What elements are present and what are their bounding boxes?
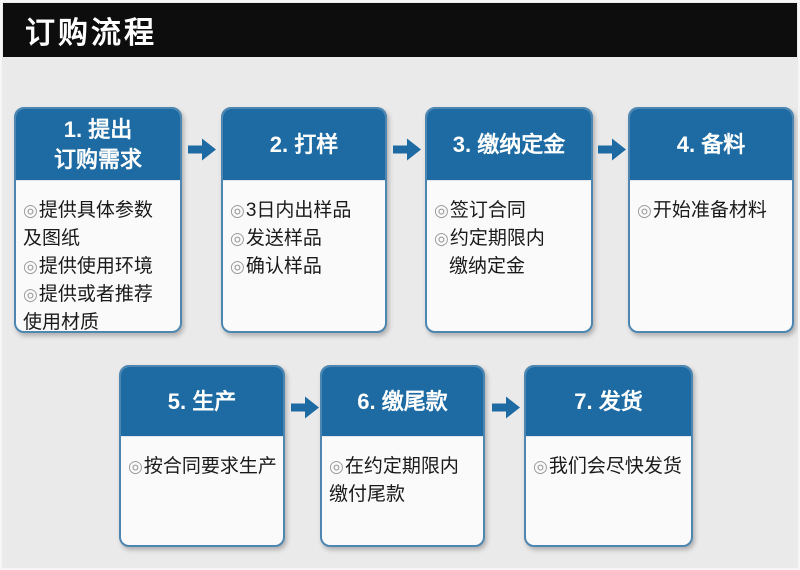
step-title: 6. 缴尾款	[322, 367, 483, 437]
step-detail-text: 签订合同	[449, 200, 526, 221]
step-box-1: 1. 提出订购需求 ◎提供具体参数及图纸◎提供使用环境◎提供或者推荐使用材质	[14, 107, 182, 333]
step-title-line: 3. 缴纳定金	[452, 131, 566, 157]
flow-arrow-icon	[188, 138, 216, 161]
step-title-line: 5. 生产	[167, 388, 237, 414]
step-detail-text: 在约定期限内	[344, 456, 459, 477]
step-detail-line: ◎提供使用环境	[23, 253, 176, 281]
step-detail-text: 按合同要求生产	[143, 456, 277, 477]
step-title-line: 1. 提出	[63, 116, 133, 142]
flow-arrow-icon	[393, 138, 421, 161]
step-box-6: 6. 缴尾款 ◎在约定期限内缴付尾款	[320, 365, 485, 547]
step-title: 3. 缴纳定金	[427, 109, 591, 181]
step-title: 2. 打样	[223, 109, 385, 181]
step-body: ◎3日内出样品◎发送样品◎确认样品	[223, 181, 385, 331]
bullet-icon: ◎	[128, 457, 143, 476]
step-detail-text: 约定期限内	[449, 228, 545, 249]
step-box-5: 5. 生产 ◎按合同要求生产	[119, 365, 285, 547]
bullet-icon: ◎	[23, 201, 38, 220]
step-detail-line: ◎提供或者推荐	[23, 281, 176, 309]
step-box-7: 7. 发货 ◎我们会尽快发货	[524, 365, 693, 547]
step-title: 5. 生产	[121, 367, 283, 437]
step-detail-line: ◎我们会尽快发货	[533, 453, 687, 481]
step-detail-text: 缴付尾款	[329, 484, 406, 505]
step-detail-line: ◎在约定期限内	[329, 453, 479, 481]
step-box-4: 4. 备料 ◎开始准备材料	[628, 107, 794, 333]
step-body: ◎在约定期限内缴付尾款	[322, 437, 483, 545]
bullet-icon: ◎	[230, 201, 245, 220]
bullet-icon: ◎	[637, 201, 652, 220]
step-detail-text: 使用材质	[23, 312, 100, 333]
step-box-2: 2. 打样 ◎3日内出样品◎发送样品◎确认样品	[221, 107, 387, 333]
step-detail-text: 确认样品	[245, 256, 322, 277]
step-detail-text: 提供使用环境	[38, 256, 153, 277]
step-detail-line: 缴付尾款	[329, 481, 479, 509]
step-detail-text: 提供或者推荐	[38, 284, 153, 305]
step-title-line: 7. 发货	[574, 388, 643, 414]
step-detail-text: 开始准备材料	[652, 200, 767, 221]
step-detail-line: ◎3日内出样品	[230, 197, 381, 225]
page-title: 订购流程	[25, 17, 157, 50]
step-detail-text: 及图纸	[23, 228, 81, 249]
step-detail-line: 缴纳定金	[434, 253, 587, 281]
step-title: 1. 提出订购需求	[16, 109, 180, 181]
step-body: ◎开始准备材料	[630, 181, 792, 331]
flow-arrow-icon	[291, 396, 319, 419]
flow-arrow-icon	[492, 396, 520, 419]
title-banner: 订购流程	[3, 3, 797, 57]
step-body: ◎按合同要求生产	[121, 437, 283, 545]
step-detail-line: ◎开始准备材料	[637, 197, 788, 225]
step-detail-text: 3日内出样品	[245, 200, 352, 221]
step-title: 7. 发货	[526, 367, 691, 437]
step-body: ◎签订合同◎约定期限内缴纳定金	[427, 181, 591, 331]
step-detail-text: 发送样品	[245, 228, 322, 249]
bullet-icon: ◎	[329, 457, 344, 476]
step-detail-text: 提供具体参数	[38, 200, 153, 221]
step-detail-line: ◎发送样品	[230, 225, 381, 253]
step-detail-line: ◎提供具体参数	[23, 197, 176, 225]
bullet-icon: ◎	[23, 257, 38, 276]
bullet-icon: ◎	[23, 285, 38, 304]
step-detail-line: ◎确认样品	[230, 253, 381, 281]
step-body: ◎我们会尽快发货	[526, 437, 691, 545]
step-title-line: 4. 备料	[676, 131, 746, 157]
step-body: ◎提供具体参数及图纸◎提供使用环境◎提供或者推荐使用材质	[16, 181, 180, 333]
step-detail-line: ◎约定期限内	[434, 225, 587, 253]
step-detail-line: ◎按合同要求生产	[128, 453, 279, 481]
step-detail-text: 缴纳定金	[449, 256, 526, 277]
step-title-line: 6. 缴尾款	[357, 388, 448, 414]
bullet-icon: ◎	[434, 201, 449, 220]
bullet-icon: ◎	[230, 257, 245, 276]
bullet-icon: ◎	[230, 229, 245, 248]
step-title-line: 订购需求	[53, 146, 142, 172]
flow-arrow-icon	[598, 138, 626, 161]
step-detail-text: 我们会尽快发货	[548, 456, 682, 477]
step-box-3: 3. 缴纳定金 ◎签订合同◎约定期限内缴纳定金	[425, 107, 593, 333]
bullet-icon: ◎	[533, 457, 548, 476]
bullet-icon: ◎	[434, 229, 449, 248]
step-title: 4. 备料	[630, 109, 792, 181]
step-detail-line: 及图纸	[23, 225, 176, 253]
step-title-line: 2. 打样	[269, 131, 339, 157]
step-detail-line: ◎签订合同	[434, 197, 587, 225]
step-detail-line: 使用材质	[23, 309, 176, 333]
